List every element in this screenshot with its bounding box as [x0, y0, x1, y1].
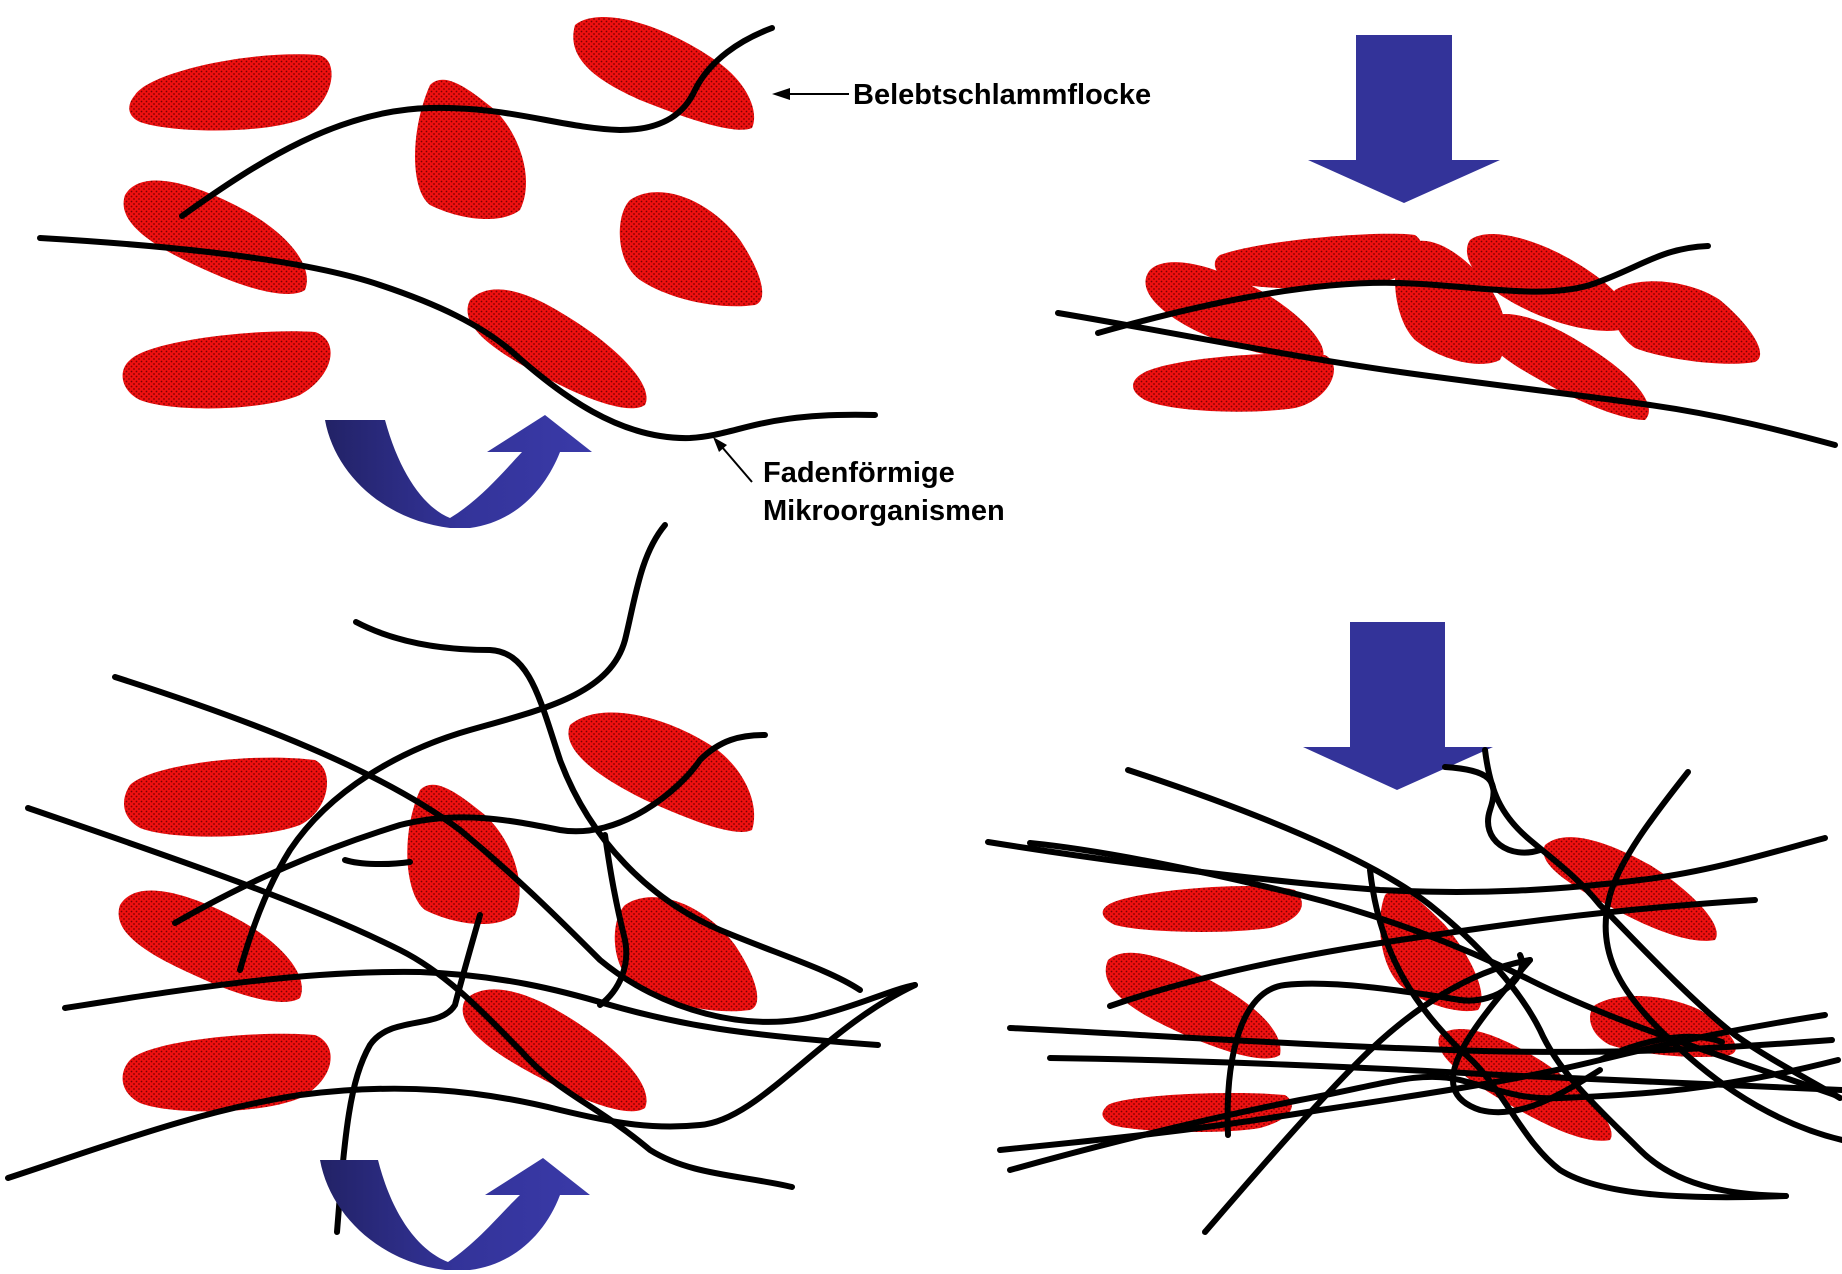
down-arrow-icon — [1308, 35, 1500, 203]
panel-bulking-compacted — [988, 622, 1842, 1232]
floc — [568, 713, 754, 832]
floc-label: Belebtschlammflocke — [853, 79, 1151, 111]
floc — [129, 54, 331, 130]
down-arrow-icon — [1303, 622, 1493, 790]
floc — [415, 80, 526, 219]
curved-arrow-icon — [325, 415, 592, 528]
curved-arrow-icon — [320, 1158, 590, 1270]
floc — [1133, 354, 1334, 412]
panel-bulking-settling — [8, 525, 915, 1270]
filament — [988, 838, 1825, 892]
floc-group — [119, 713, 758, 1112]
floc — [1611, 281, 1760, 364]
filament-label-callout: Fadenförmige Mikroorganismen — [713, 437, 1005, 527]
floc — [620, 192, 762, 306]
floc — [573, 17, 754, 130]
floc-group — [1133, 234, 1760, 420]
floc-label-callout: Belebtschlammflocke — [772, 79, 1151, 111]
floc-group — [123, 17, 763, 408]
floc — [123, 331, 331, 408]
panel-well-settling — [40, 17, 875, 528]
floc — [123, 1034, 331, 1112]
floc — [1103, 886, 1302, 932]
filament — [345, 860, 410, 864]
filament-label-line1: Fadenförmige — [763, 457, 955, 489]
arrowhead — [772, 88, 790, 100]
panel-well-compacted — [1058, 35, 1835, 445]
floc — [124, 758, 327, 837]
filament-label-line2: Mikroorganismen — [763, 495, 1005, 527]
floc — [124, 181, 307, 294]
